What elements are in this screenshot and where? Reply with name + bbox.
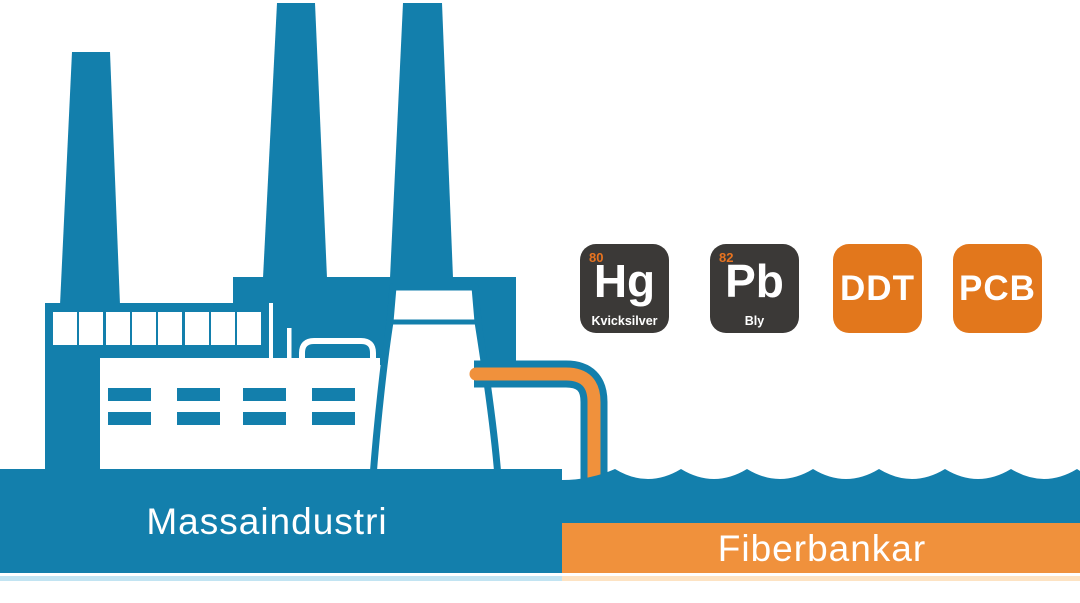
factory-label: Massaindustri [146, 501, 387, 542]
chimney-icon [390, 3, 453, 278]
factory-platform [0, 469, 562, 573]
pollutant-badge-lead: 82 Pb Bly [710, 244, 799, 333]
pole-line [287, 328, 292, 358]
building-edge-line [269, 303, 273, 363]
element-symbol: Hg [593, 255, 656, 307]
element-name: Bly [744, 314, 765, 328]
fiberbank-bar [562, 523, 1080, 573]
compound-label: DDT [840, 268, 915, 308]
element-name: Kvicksilver [591, 314, 658, 328]
hangar-door-outline [299, 338, 376, 360]
chimney-icon [263, 3, 327, 278]
compound-label: PCB [959, 268, 1036, 308]
pollutant-badge-ddt: DDT [833, 244, 922, 333]
element-symbol: Pb [725, 255, 784, 307]
atomic-number: 80 [589, 250, 604, 265]
fiberbank-shadow-strip [562, 576, 1080, 581]
chimney-icon [60, 52, 120, 305]
water-waves [562, 469, 1080, 523]
pollutant-badge-mercury: 80 Hg Kvicksilver [580, 244, 669, 333]
discharge-pipe [469, 367, 601, 520]
atomic-number: 82 [719, 250, 734, 265]
fiberbank-label: Fiberbankar [718, 528, 926, 569]
window-band [53, 312, 261, 345]
dash-windows [108, 388, 355, 425]
pollutant-badge-pcb: PCB [953, 244, 1042, 333]
platform-shadow-strip [0, 576, 562, 581]
